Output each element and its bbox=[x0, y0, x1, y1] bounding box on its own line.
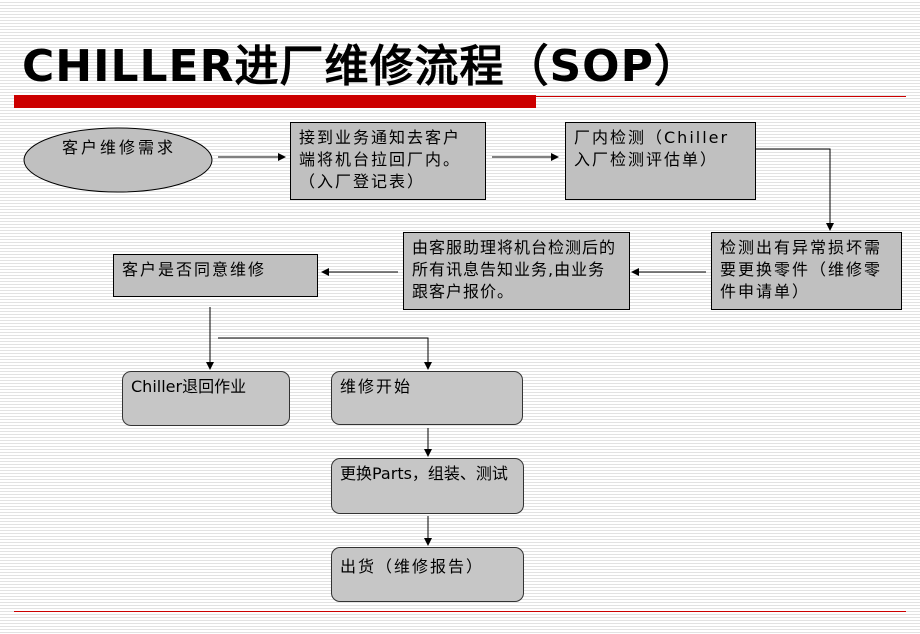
node-shipment: 出货（维修报告） bbox=[331, 547, 524, 602]
arrow-7 bbox=[218, 337, 432, 370]
footer-red-line bbox=[14, 611, 906, 612]
node-notify-quote: 由客服助理将机台检测后的所有讯息告知业务,由业务跟客户报价。 bbox=[403, 232, 630, 310]
title-red-bar bbox=[14, 95, 536, 108]
page-title: CHILLER进厂维修流程（SOP） bbox=[22, 41, 699, 92]
arrow-3 bbox=[756, 148, 834, 231]
node-customer-request: 客户维修需求 bbox=[61, 138, 176, 157]
node-replace-parts: 更换Parts，组装、测试 bbox=[331, 458, 524, 514]
node-abnormal-found: 检测出有异常损坏需要更换零件（维修零件申请单） bbox=[711, 232, 902, 310]
customer-request-ellipse bbox=[23, 127, 213, 193]
node-receive-business: 接到业务通知去客户端将机台拉回厂内。（入厂登记表） bbox=[290, 122, 486, 200]
node-chiller-return: Chiller退回作业 bbox=[122, 371, 290, 426]
node-customer-agree: 客户是否同意维修 bbox=[113, 254, 318, 297]
title-red-line bbox=[536, 96, 906, 97]
node-factory-inspection: 厂内检测（Chiller入厂检测评估单） bbox=[565, 122, 756, 200]
node-repair-start: 维修开始 bbox=[331, 371, 523, 425]
